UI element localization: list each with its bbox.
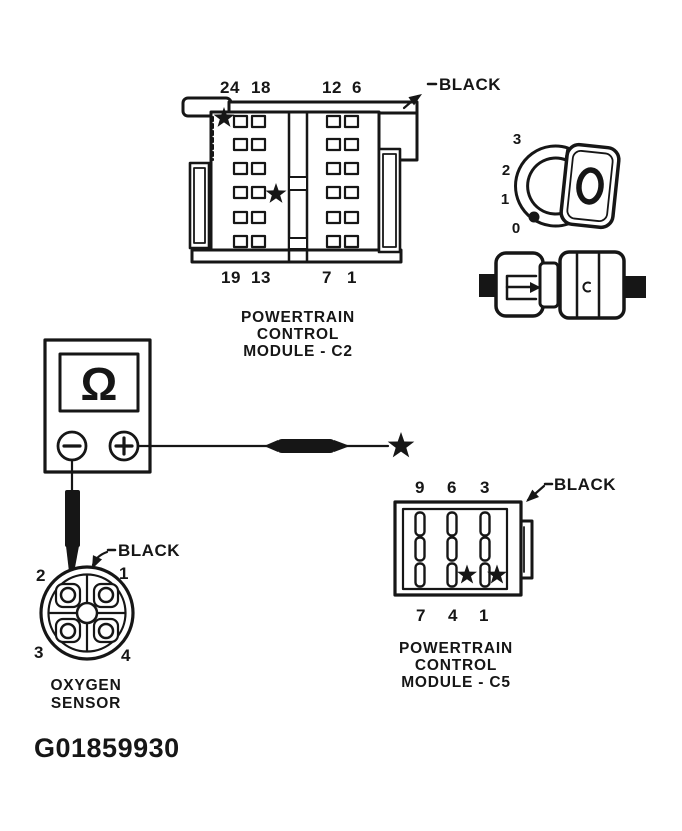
left-connector-fork-tip bbox=[530, 282, 541, 293]
c2-pin-label: 19 bbox=[221, 268, 241, 287]
probe-handle bbox=[65, 490, 80, 547]
sensor-pin bbox=[97, 586, 115, 604]
c5-caption-line: MODULE - C5 bbox=[401, 674, 511, 691]
c5-body-inner bbox=[401, 507, 509, 591]
c5-pin-label: 3 bbox=[480, 478, 490, 497]
c2-pin-label: 12 bbox=[322, 78, 342, 97]
positive-test-lead bbox=[136, 432, 415, 458]
harness-connector-pair-icon bbox=[479, 250, 646, 320]
sensor-pin bbox=[59, 586, 77, 604]
key-position-label: 3 bbox=[513, 131, 521, 148]
figure-id: G01859930 bbox=[34, 733, 180, 763]
c5-wire-color-label: BLACK bbox=[554, 475, 616, 494]
key-position-label: 0 bbox=[512, 220, 520, 237]
c2-right-rail bbox=[377, 147, 402, 254]
sensor-pin bbox=[59, 622, 77, 640]
left-connector-body bbox=[494, 251, 545, 318]
c2-pin-label: 7 bbox=[322, 268, 332, 287]
pcm-c5-connector: 9 6 3 7 4 1 BLACK POWERTRAIN CONTROL MOD… bbox=[393, 475, 616, 691]
c5-pin-label: 7 bbox=[416, 606, 426, 625]
ignition-key-icon: 3 2 1 0 bbox=[501, 131, 621, 237]
sensor-center-key bbox=[75, 601, 99, 625]
c2-caption-line: CONTROL bbox=[257, 326, 339, 343]
key-position-indicator-dot bbox=[528, 211, 540, 223]
c5-pin-label: 1 bbox=[479, 606, 489, 625]
c2-channel-tick bbox=[288, 237, 308, 250]
c5-pin-label: 4 bbox=[448, 606, 458, 625]
c2-pin-label: 18 bbox=[251, 78, 271, 97]
oxygen-sensor-connector: 2 1 3 4 BLACK OXYGEN SENSOR bbox=[34, 541, 180, 712]
probe-sleeve-end bbox=[334, 440, 350, 452]
pcm-c2-connector: BLACK bbox=[181, 75, 501, 360]
key-head-inner bbox=[566, 149, 614, 223]
right-connector-body bbox=[558, 250, 626, 320]
key-head bbox=[559, 142, 621, 230]
sensor-wire-color-label: BLACK bbox=[118, 541, 180, 560]
left-connector-nose bbox=[538, 261, 560, 309]
c2-pin-label: 13 bbox=[251, 268, 271, 287]
ohm-symbol: Ω bbox=[81, 358, 118, 410]
c2-pin-cavities-left bbox=[232, 114, 267, 249]
c5-pin-label: 6 bbox=[447, 478, 457, 497]
sensor-caption-line: SENSOR bbox=[51, 695, 121, 712]
c5-caption-line: CONTROL bbox=[415, 657, 497, 674]
c2-pin-cavities-right bbox=[325, 114, 360, 249]
c5-caption-line: POWERTRAIN bbox=[399, 640, 513, 657]
key-position-label: 1 bbox=[501, 191, 509, 208]
left-wire-stub bbox=[479, 274, 497, 297]
key-position-label: 2 bbox=[502, 162, 510, 179]
c2-pin-label: 6 bbox=[352, 78, 362, 97]
right-wire-stub bbox=[624, 276, 646, 298]
sensor-pin bbox=[97, 622, 115, 640]
sensor-pin-label: 3 bbox=[34, 643, 44, 662]
probe-needle bbox=[66, 546, 79, 589]
c2-left-rail-inner bbox=[193, 167, 206, 244]
c2-caption-line: POWERTRAIN bbox=[241, 309, 355, 326]
ohmmeter-display bbox=[58, 352, 140, 413]
sensor-pin-label: 4 bbox=[121, 646, 131, 665]
test-point-star-icon bbox=[387, 432, 415, 458]
right-connector-tick bbox=[582, 281, 591, 293]
c2-pin-label: 24 bbox=[220, 78, 240, 97]
c5-pin-slots bbox=[414, 511, 491, 588]
c2-channel-tick bbox=[288, 176, 308, 191]
sensor-pin-label: 2 bbox=[36, 566, 46, 585]
c2-pin-label: 1 bbox=[347, 268, 357, 287]
c2-right-rail-inner bbox=[382, 153, 397, 248]
probe-sleeve bbox=[276, 439, 336, 453]
ohmmeter: Ω bbox=[43, 338, 152, 474]
c2-bottom-bar bbox=[190, 248, 403, 264]
negative-test-lead bbox=[65, 458, 80, 589]
c2-caption-line: MODULE - C2 bbox=[243, 343, 353, 360]
probe-sleeve-end bbox=[264, 440, 278, 452]
sensor-caption-line: OXYGEN bbox=[50, 677, 121, 694]
c2-wire-color-label: BLACK bbox=[439, 75, 501, 94]
key-head-hole bbox=[576, 167, 604, 205]
sensor-pin-label: 1 bbox=[119, 564, 129, 583]
c2-left-rail bbox=[188, 161, 211, 250]
c5-pin-label: 9 bbox=[415, 478, 425, 497]
